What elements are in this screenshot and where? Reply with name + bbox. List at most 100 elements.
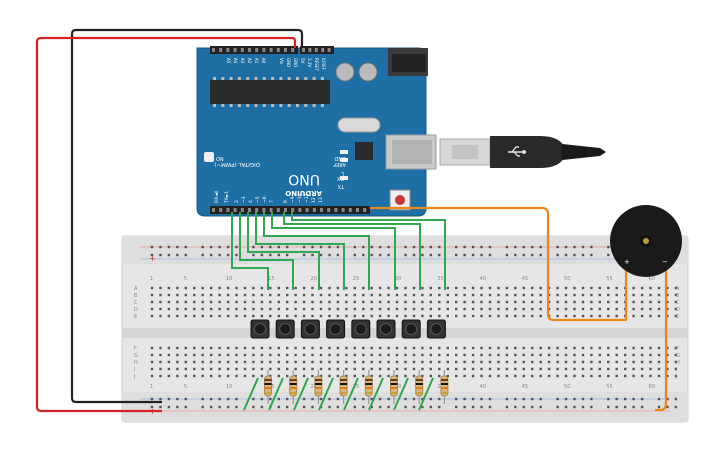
- row-letter-left: G: [134, 353, 138, 359]
- power-header[interactable]: [210, 46, 298, 54]
- row-letter-left: C: [134, 300, 138, 306]
- push-button[interactable]: [376, 319, 396, 339]
- digital-pin-label: RX◄0: [214, 190, 220, 203]
- ground-jumper-wire[interactable]: [268, 377, 284, 411]
- resistor[interactable]: [415, 370, 424, 404]
- push-button[interactable]: [351, 319, 371, 339]
- power-pin-label: Vin: [279, 58, 284, 65]
- row-letter-right: C: [676, 300, 680, 306]
- analog-label: ANALOG IN: [294, 223, 325, 229]
- analog-pin-label: A4: [233, 58, 238, 64]
- push-buttons[interactable]: [250, 319, 446, 339]
- buzzer-minus-label: −: [662, 258, 668, 266]
- wire-gnd[interactable]: [70, 28, 304, 404]
- power-wires[interactable]: [35, 28, 304, 413]
- analog-pin-label: A3: [240, 58, 245, 64]
- ground-jumper-wire[interactable]: [243, 377, 259, 411]
- signal-wire[interactable]: [283, 212, 421, 290]
- ground-jumper-wire[interactable]: [418, 377, 434, 411]
- ground-jumper-wire[interactable]: [393, 377, 409, 411]
- buzzer-wires[interactable]: [370, 206, 668, 412]
- resistor[interactable]: [264, 370, 272, 404]
- signal-wire[interactable]: [255, 212, 345, 290]
- ground-jumper-wire[interactable]: [293, 377, 309, 411]
- resistor[interactable]: [364, 370, 373, 404]
- push-button[interactable]: [275, 319, 295, 339]
- power-label: POWER: [219, 223, 240, 229]
- column-number-bottom: 25: [353, 384, 359, 390]
- column-number-top: 10: [226, 276, 232, 282]
- power-led: [204, 152, 214, 162]
- digital-pin-label: 12: [311, 197, 317, 203]
- column-number-top: 35: [437, 276, 443, 282]
- row-letter-right: E: [676, 314, 679, 320]
- column-number-top: 45: [522, 276, 528, 282]
- row-letter-left: H: [134, 360, 138, 366]
- row-letter-right: J: [675, 374, 677, 380]
- aref-label: AREF: [333, 161, 346, 167]
- reset-button-cap[interactable]: [395, 195, 405, 205]
- ground-jumper-wire[interactable]: [318, 377, 334, 411]
- row-letter-right: G: [676, 353, 680, 359]
- digital-pin-label: ~9: [290, 196, 296, 203]
- row-letter-right: I: [676, 367, 677, 373]
- column-number-bottom: 10: [226, 384, 232, 390]
- wire-buzzer-gnd[interactable]: [655, 262, 668, 412]
- power-pin-label: GND: [286, 58, 291, 67]
- column-number-top: 5: [184, 276, 187, 282]
- wire-5v[interactable]: [35, 36, 297, 413]
- breadboard-column-numbers: 1155101015152020252530303535404045455050…: [150, 276, 655, 390]
- signal-wire[interactable]: [271, 212, 396, 290]
- power-pin-label: 5V: [300, 58, 305, 64]
- piezo-buzzer[interactable]: + −: [610, 205, 682, 277]
- signal-wires[interactable]: [231, 212, 446, 411]
- column-number-bottom: 30: [395, 384, 401, 390]
- push-button[interactable]: [250, 319, 270, 339]
- column-number-bottom: 50: [564, 384, 570, 390]
- signal-wire[interactable]: [291, 212, 446, 290]
- signal-wire[interactable]: [263, 212, 370, 290]
- signal-wire[interactable]: [239, 212, 294, 290]
- row-letter-left: A: [134, 286, 138, 292]
- buzzer-plus-label: +: [624, 258, 630, 266]
- wire-buzzer-signal[interactable]: [370, 206, 628, 322]
- row-letter-left: E: [134, 314, 137, 320]
- ground-jumper-wire[interactable]: [368, 377, 384, 411]
- column-number-top: 15: [268, 276, 274, 282]
- push-button[interactable]: [300, 319, 320, 339]
- digital-pin-label: ~5: [255, 196, 261, 203]
- resistors[interactable]: [264, 370, 449, 404]
- column-number-top: 60: [649, 276, 655, 282]
- row-letter-right: D: [676, 307, 680, 313]
- push-button[interactable]: [401, 319, 421, 339]
- push-button[interactable]: [326, 319, 346, 339]
- tx-led: [340, 150, 348, 154]
- row-letter-left: J: [133, 374, 135, 380]
- digital-pin-label: ~10: [297, 193, 303, 203]
- signal-wire[interactable]: [231, 212, 269, 290]
- row-letter-right: B: [676, 293, 680, 299]
- capacitor-2: [358, 62, 378, 82]
- usb-cable[interactable]: [439, 136, 606, 168]
- ground-jumper-wire[interactable]: [343, 377, 359, 411]
- column-number-top: 40: [480, 276, 486, 282]
- resistor[interactable]: [289, 370, 298, 404]
- digital-pin-label: 8: [283, 200, 289, 203]
- signal-wire[interactable]: [247, 212, 320, 290]
- digital-pin-label: 7: [269, 200, 275, 203]
- row-letter-left: D: [134, 307, 138, 313]
- arduino-uno[interactable]: UNO ARDUINO POWER ANALOG IN DIGITAL (PWM…: [196, 46, 437, 229]
- rx-led: [340, 158, 348, 162]
- push-button[interactable]: [426, 319, 446, 339]
- analog-pin-label: A5: [226, 58, 231, 64]
- resistor[interactable]: [314, 370, 323, 404]
- row-letter-left: I: [134, 367, 135, 373]
- resistor[interactable]: [390, 370, 398, 404]
- column-number-top: 1: [150, 276, 153, 282]
- resistor[interactable]: [339, 370, 348, 404]
- digital-header[interactable]: [210, 206, 370, 214]
- resistor[interactable]: [440, 370, 449, 404]
- row-letter-right: F: [676, 346, 679, 352]
- digital-pin-label: 2: [234, 200, 240, 203]
